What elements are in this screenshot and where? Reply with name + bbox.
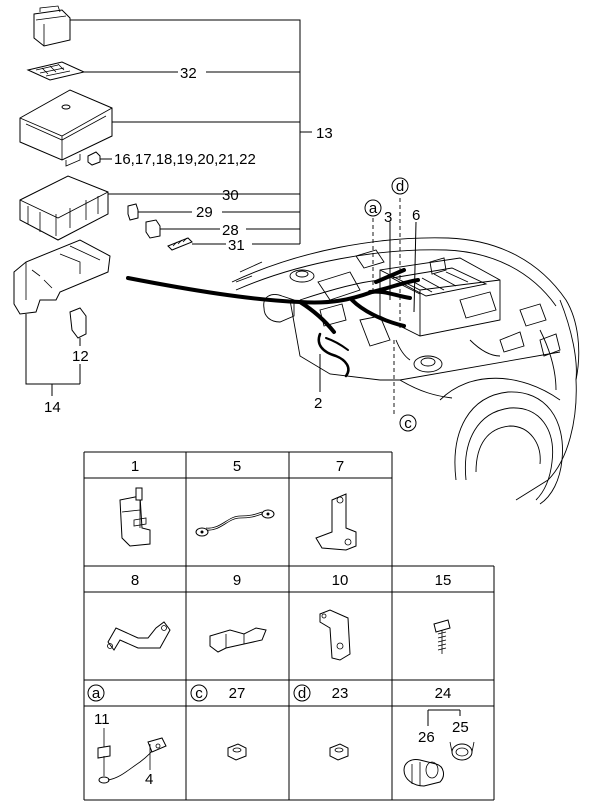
part-10-bracket-icon bbox=[319, 609, 351, 661]
svg-text:c: c bbox=[404, 415, 412, 432]
car-leader-lines bbox=[319, 198, 417, 414]
cell-header-8: 8 bbox=[131, 572, 139, 589]
bracket-12 bbox=[69, 307, 87, 339]
callout-3: 3 bbox=[384, 209, 392, 226]
sub-callout-25: 25 bbox=[452, 719, 469, 736]
callout-28: 28 bbox=[222, 222, 239, 239]
cell-header-10: 10 bbox=[332, 572, 349, 589]
callout-31: 31 bbox=[228, 237, 245, 254]
svg-text:c: c bbox=[195, 685, 203, 702]
part-1-bracket-icon bbox=[119, 487, 151, 547]
cell-header-a: a bbox=[87, 684, 105, 702]
circle-callout-d: d bbox=[391, 177, 409, 195]
fuse-box-upper-cover bbox=[33, 5, 71, 47]
part-7-bracket-icon bbox=[315, 493, 357, 551]
callout-14: 14 bbox=[44, 399, 61, 416]
sub-callout-26: 26 bbox=[418, 729, 435, 746]
part-8-bracket-icon bbox=[107, 621, 171, 651]
junction-box-lower-tray bbox=[19, 175, 109, 241]
circle-callout-a: a bbox=[364, 199, 382, 217]
relay-28-icon bbox=[145, 219, 161, 239]
callout-32: 32 bbox=[180, 65, 197, 82]
fuse-label-sheet bbox=[26, 61, 86, 81]
callout-2: 2 bbox=[314, 395, 322, 412]
cell-header-15: 15 bbox=[435, 572, 452, 589]
sub-callout-4: 4 bbox=[145, 771, 153, 788]
relay-29-icon bbox=[127, 203, 139, 221]
main-wire-harness bbox=[126, 268, 420, 378]
cell-header-1: 1 bbox=[131, 458, 139, 475]
connector-31-icon bbox=[167, 237, 193, 251]
cell-header-24: 24 bbox=[435, 685, 452, 702]
left-leader-lines bbox=[25, 19, 312, 396]
part-27-nut-icon bbox=[227, 743, 247, 761]
callout-6: 6 bbox=[412, 207, 420, 224]
svg-text:23: 23 bbox=[332, 685, 349, 702]
part-9-bracket-icon bbox=[209, 627, 267, 653]
part-5-ground-wire-icon bbox=[195, 509, 275, 537]
callout-29: 29 bbox=[196, 204, 213, 221]
svg-text:d: d bbox=[396, 178, 404, 195]
sub-callout-11: 11 bbox=[94, 711, 110, 728]
callout-13: 13 bbox=[316, 125, 333, 142]
part-24-grommet-clamp-icon bbox=[403, 709, 475, 787]
svg-text:a: a bbox=[92, 685, 101, 702]
parts-table bbox=[83, 451, 495, 801]
part-23-nut-icon bbox=[329, 743, 349, 761]
fuse-icon bbox=[87, 151, 101, 166]
cell-header-5: 5 bbox=[233, 458, 241, 475]
bracket-14 bbox=[13, 239, 111, 315]
callout-12: 12 bbox=[72, 348, 89, 365]
callout-30: 30 bbox=[222, 187, 239, 204]
svg-text:27: 27 bbox=[229, 685, 246, 702]
part-15-bolt-icon bbox=[433, 619, 451, 654]
cell-header-c27: c 27 bbox=[190, 684, 246, 702]
svg-text:a: a bbox=[369, 200, 378, 217]
circle-callout-c: c bbox=[399, 414, 417, 432]
svg-text:d: d bbox=[298, 685, 306, 702]
junction-box bbox=[19, 89, 113, 167]
car-engine-bay bbox=[231, 237, 580, 505]
cell-header-7: 7 bbox=[336, 458, 344, 475]
callout-16-22: 16,17,18,19,20,21,22 bbox=[114, 151, 256, 168]
part-a-ground-cable-icon bbox=[97, 728, 167, 784]
cell-header-9: 9 bbox=[233, 572, 241, 589]
cell-header-d23: d 23 bbox=[293, 684, 349, 702]
